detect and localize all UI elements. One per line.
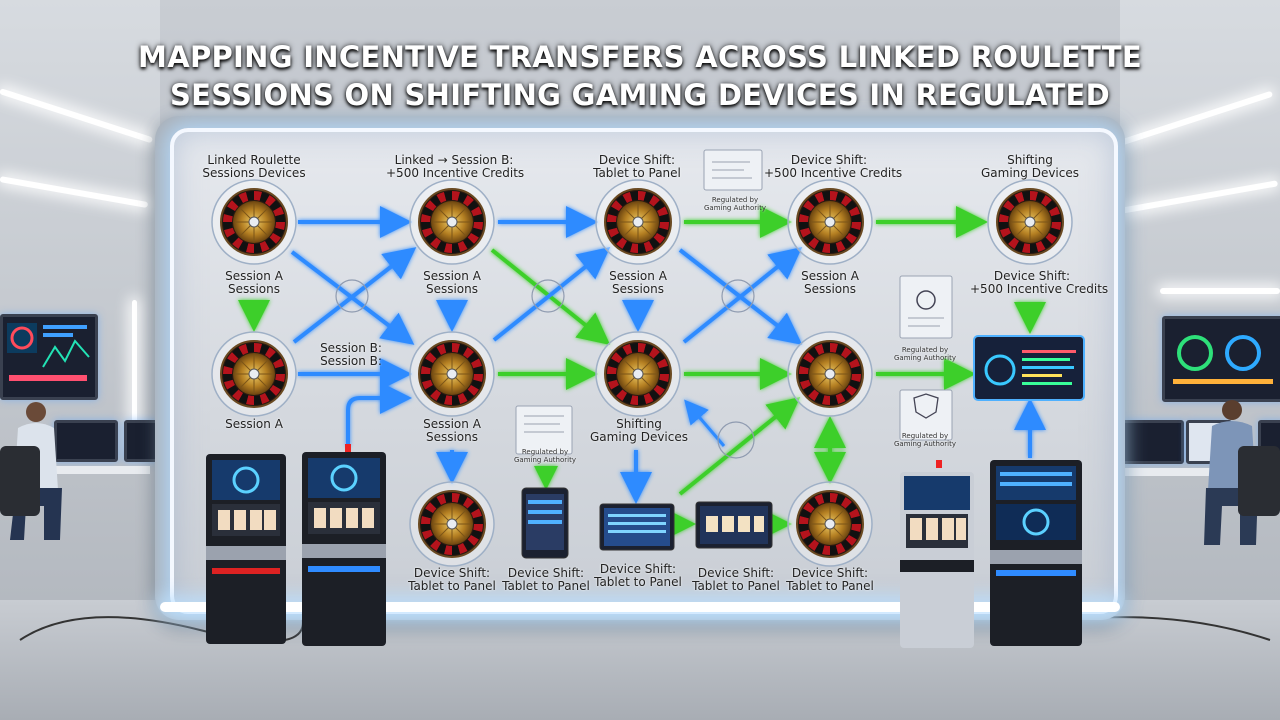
crossing-hub [721,279,755,313]
label-bottom-device-shift-5: Device Shift:Tablet to Panel [786,566,874,593]
roulette-wheel-icon [595,331,681,417]
seal-icon [916,290,936,310]
desk-monitor-left [54,420,118,462]
slot-machine [990,460,1082,646]
label-device-shift-credits-right: Device Shift:+500 Incentive Credits [970,269,1109,296]
panel-device [599,503,675,551]
arrow-blue [290,250,415,345]
slot-machine [302,452,386,646]
arrow-blue [346,382,412,446]
label-bottom-device-shift-4: Device Shift:Tablet to Panel [692,566,780,593]
arrow-green [678,396,801,496]
red-marker [345,444,351,452]
roulette-wheel-icon [787,331,873,417]
label-bottom-device-shift-2: Device Shift:Tablet to Panel [502,566,590,593]
red-marker [936,460,942,468]
label-session-a-left: Session A [225,417,283,431]
wall-light [132,300,137,450]
desk-monitor-left-2 [124,420,158,462]
roulette-wheel-icon [211,179,297,265]
crossing-hub [531,279,565,313]
dashboard-panel [973,335,1085,401]
roulette-wheel-icon [595,179,681,265]
crossing-hub [335,279,369,313]
crossing-hub [717,421,755,459]
arrow-blue [292,247,417,344]
label-device-shift-credits-top: Device Shift:+500 Incentive Credits [764,153,903,180]
title-line-1: MAPPING INCENTIVE TRANSFERS ACROSS LINKE… [138,40,1142,74]
label-bottom-device-shift-3: Device Shift:Tablet to Panel [594,562,682,589]
roulette-wheel-icon [787,179,873,265]
label-bottom-device-shift-1: Device Shift:Tablet to Panel [408,566,496,593]
panel-device [695,501,773,549]
shield-icon [913,393,939,419]
slot-machine [206,454,286,644]
tablet-device [521,487,569,559]
title-line-2: SESSIONS ON SHIFTING GAMING DEVICES IN R… [169,78,1111,112]
arrow-blue [682,246,803,344]
roulette-wheel-icon [409,481,495,567]
board-floor-glow [160,602,1120,612]
roulette-wheel-icon [787,481,873,567]
desk-monitor-right [1122,420,1184,464]
roulette-wheel-icon [409,179,495,265]
roulette-wheel-icon [211,331,297,417]
arrow-blue [492,247,611,342]
left-wall-monitor [0,314,98,400]
label-session-b: Session B:Session B: [320,341,382,368]
right-wall-monitor [1162,316,1280,402]
label-linked-session-b: Linked → Session B:+500 Incentive Credit… [386,153,525,180]
ceiling-light [1160,288,1280,294]
roulette-wheel-icon [409,331,495,417]
page-title: MAPPING INCENTIVE TRANSFERS ACROSS LINKE… [0,38,1280,114]
roulette-wheel-icon [987,179,1073,265]
arrow-blue [678,248,803,345]
slot-machine [900,472,974,648]
label-device-shift-top: Device Shift:Tablet to Panel [593,153,681,180]
